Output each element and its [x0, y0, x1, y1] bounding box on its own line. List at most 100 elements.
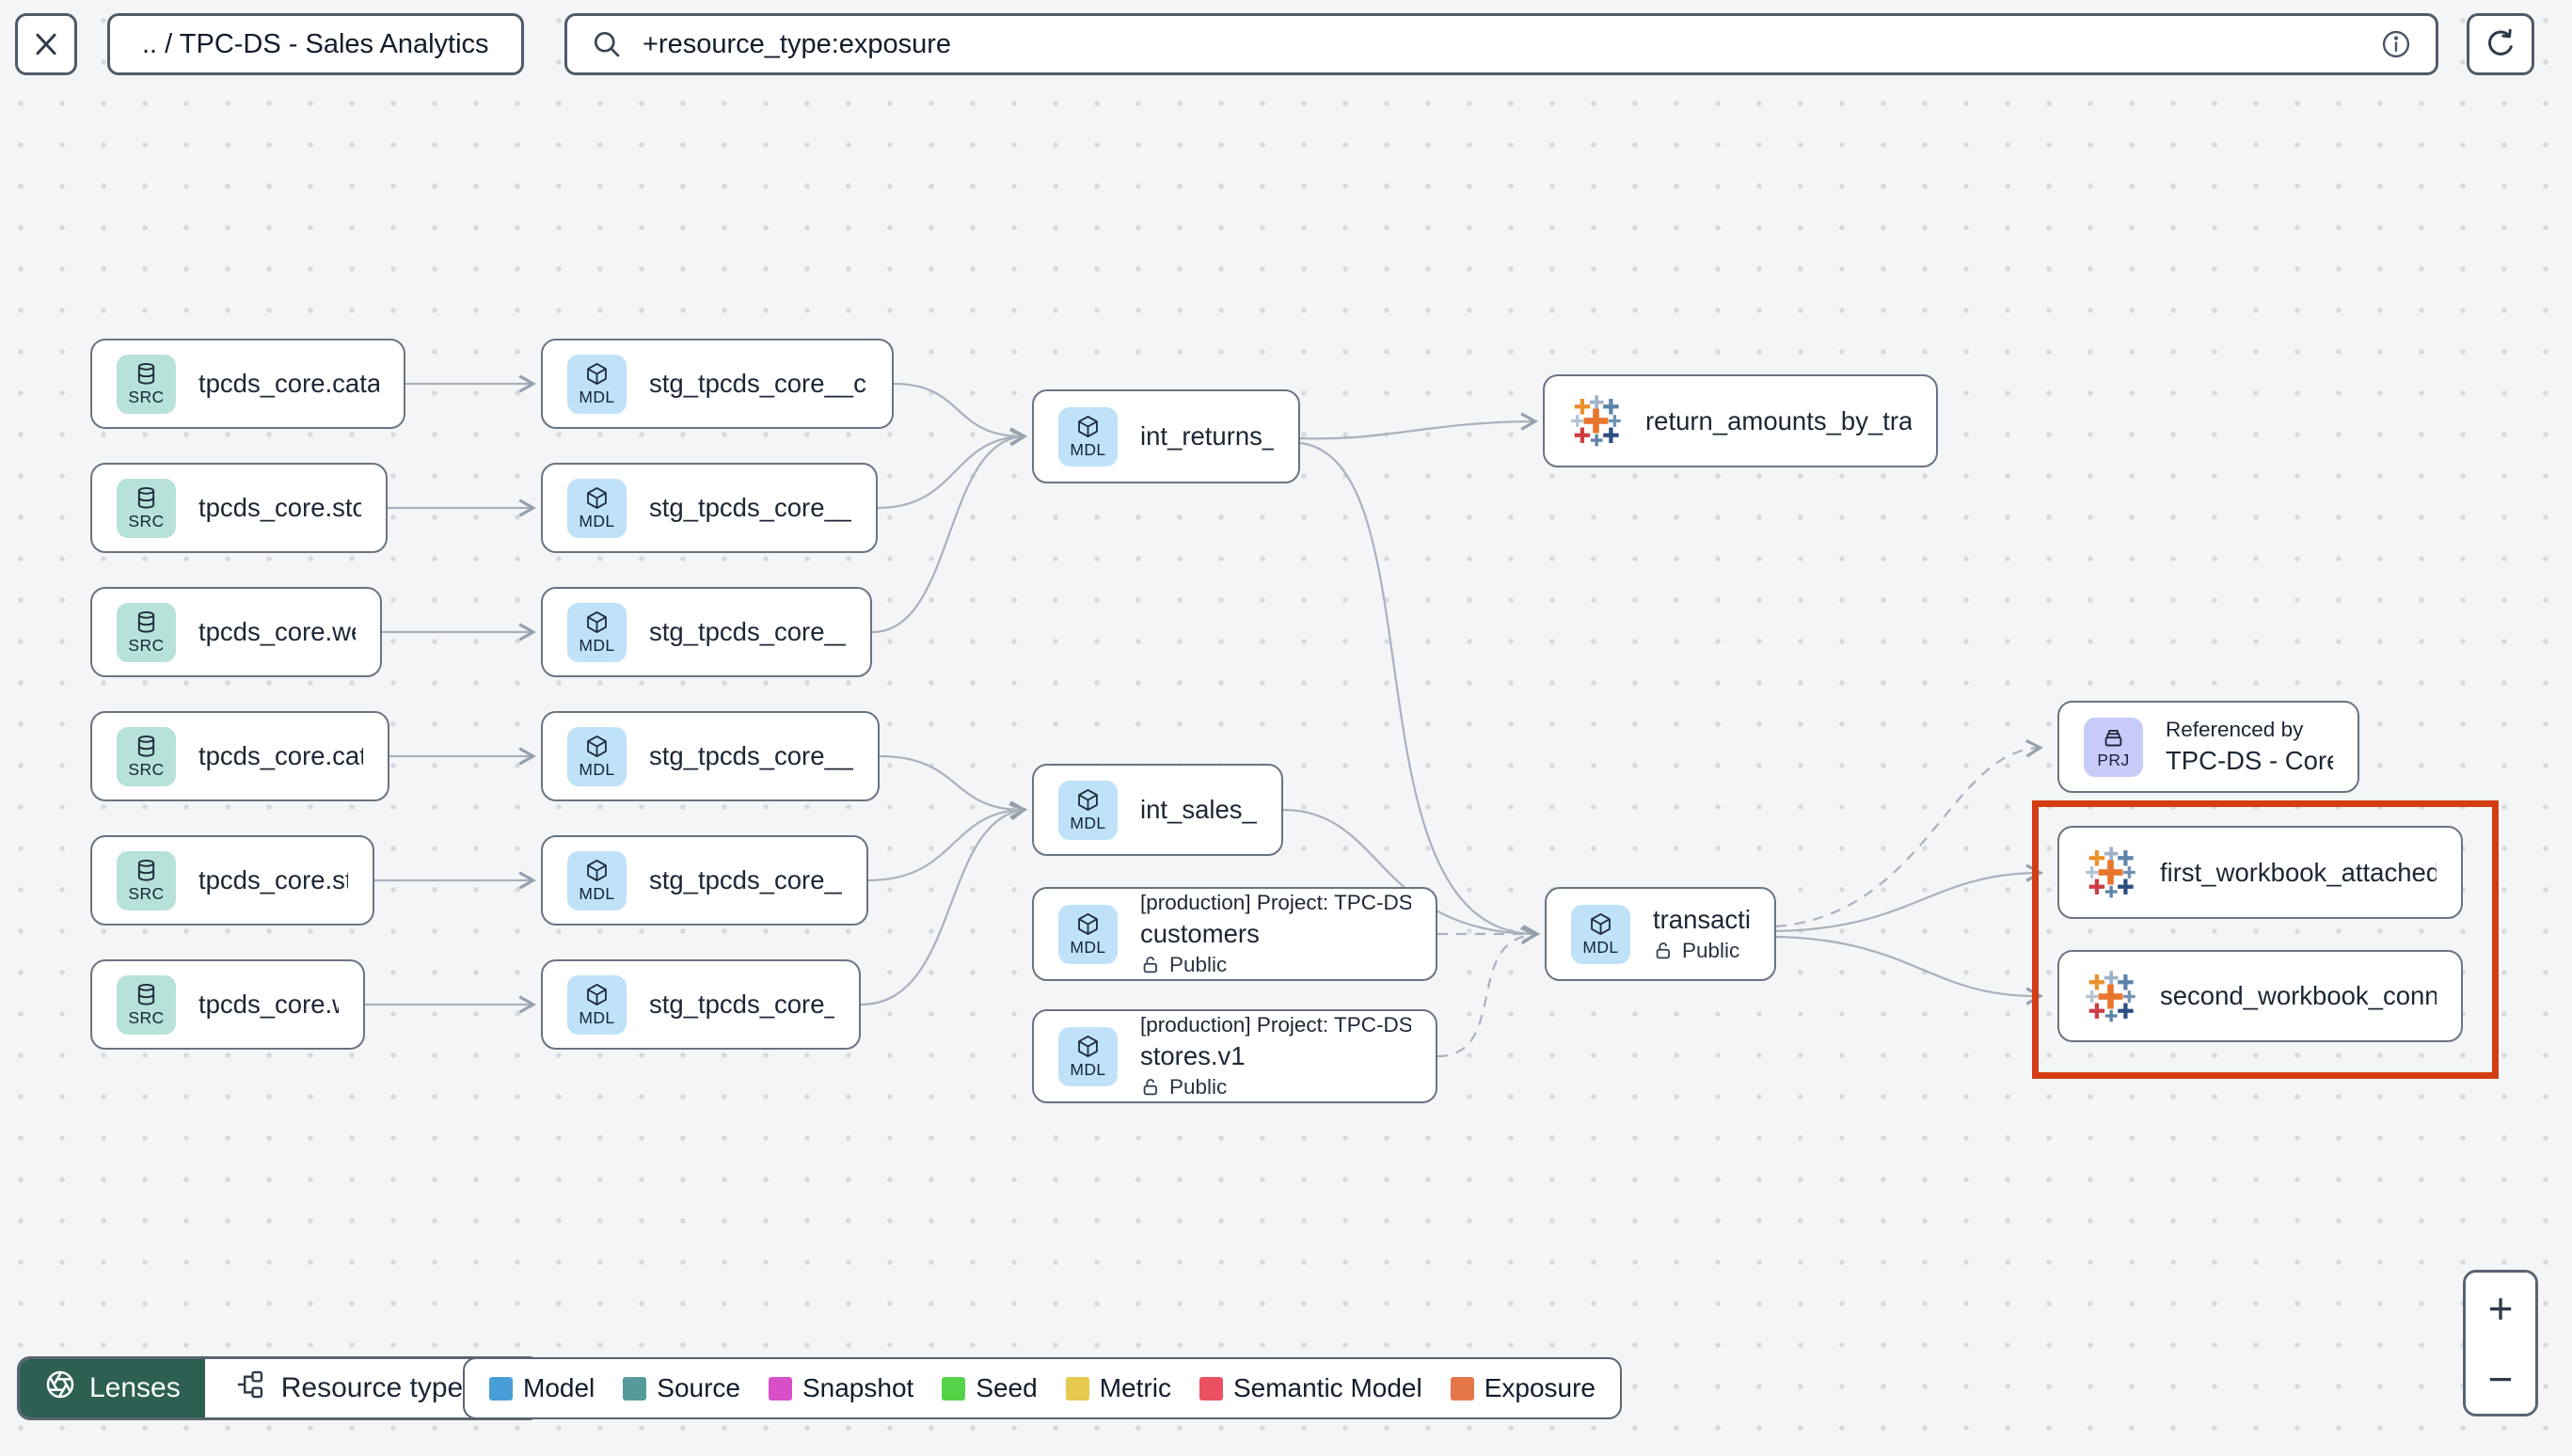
node-label: tpcds_core.web_returns [198, 617, 356, 646]
node-src-catalog-sales[interactable]: SRC tpcds_core.catalog_sales [90, 711, 389, 801]
edge-stores-to-transactions [1437, 926, 1538, 1058]
edge-transactions-to-prj [1775, 739, 2044, 928]
legend-swatch [623, 1376, 647, 1401]
legend-item-metric: Metric [1065, 1373, 1171, 1403]
legend-item-semantic-model: Semantic Model [1199, 1373, 1422, 1403]
node-transactions[interactable]: MDLtransactionsPublic [1545, 887, 1776, 981]
lenses-label: Lenses [89, 1372, 181, 1403]
close-icon [29, 27, 63, 61]
node-label: first_workbook_attached_to_tpc-ds_-_… [2160, 857, 2437, 887]
badge-label: MDL [1582, 937, 1619, 957]
model-badge: MDL [1058, 780, 1118, 840]
node-wb2[interactable]: second_workbook_connected_to_live… [2057, 950, 2463, 1042]
legend-label: Snapshot [802, 1373, 914, 1402]
node-src-store-sales[interactable]: SRC tpcds_core.store_sales [90, 835, 374, 926]
badge-label: SRC [128, 635, 165, 655]
edge-stg-catalog-returns-to-int-returns [893, 382, 1028, 446]
model-badge: MDL [567, 726, 627, 786]
node-stores[interactable]: MDL[production] Project: TPC-DS - Core D… [1032, 1009, 1437, 1103]
node-customers[interactable]: MDL[production] Project: TPC-DS - Core D… [1032, 887, 1437, 981]
legend-item-snapshot: Snapshot [768, 1373, 914, 1403]
edge-stg-web-sales-to-int-sales [860, 802, 1027, 1006]
edge-int-sales-to-transactions [1282, 808, 1541, 943]
source-badge: SRC [117, 726, 176, 786]
lenses-button[interactable]: Lenses [20, 1359, 205, 1417]
close-button[interactable] [15, 13, 77, 75]
breadcrumb-label: .. / TPC-DS - Sales Analytics [142, 28, 489, 59]
legend-item-exposure: Exposure [1450, 1373, 1596, 1403]
node-label: stg_tpcds_core__store_sales [649, 865, 842, 894]
zoom-out-button[interactable]: − [2466, 1343, 2535, 1414]
edge-transactions-to-wb2 [1775, 935, 2044, 1005]
refresh-button[interactable] [2467, 13, 2534, 75]
cube-icon [584, 734, 610, 759]
node-label: stg_tpcds_core__catalog_returns [649, 369, 867, 398]
node-label: tpcds_core.catalog_returns [198, 369, 379, 398]
breadcrumb[interactable]: .. / TPC-DS - Sales Analytics [107, 13, 524, 75]
node-stg-store-sales[interactable]: MDL stg_tpcds_core__store_sales [541, 835, 868, 926]
zoom-controls: + − [2463, 1270, 2538, 1416]
node-access-label: Public [1653, 939, 1750, 963]
edge-stg-catalog-sales-to-int-sales [879, 754, 1028, 819]
model-badge: MDL [567, 850, 627, 910]
legend-swatch [489, 1376, 513, 1401]
node-stg-catalog-returns[interactable]: MDL stg_tpcds_core__catalog_returns [541, 339, 894, 429]
cube-icon [584, 858, 610, 883]
info-icon[interactable] [2379, 27, 2413, 61]
legend-swatch [1199, 1376, 1223, 1401]
badge-label: SRC [128, 883, 165, 903]
node-exp-returns[interactable]: return_amounts_by_transaction_type [1543, 374, 1938, 467]
model-badge: MDL [1571, 904, 1630, 964]
badge-label: MDL [1070, 1059, 1106, 1079]
cube-icon [1075, 414, 1101, 439]
source-badge: SRC [117, 974, 176, 1035]
lock-open-icon [1140, 955, 1161, 975]
badge-label: MDL [579, 1007, 615, 1027]
legend-label: Metric [1099, 1373, 1171, 1402]
search-bar[interactable] [564, 13, 2438, 75]
badge-label: PRJ [2097, 750, 2130, 769]
node-label: stores.v1 [1140, 1041, 1246, 1070]
node-label: stg_tpcds_core__catalog_sales [649, 741, 853, 770]
zoom-in-button[interactable]: + [2466, 1273, 2535, 1343]
node-access-label: Public [1140, 953, 1411, 977]
lenses-icon [44, 1369, 76, 1408]
node-stg-catalog-sales[interactable]: MDL stg_tpcds_core__catalog_sales [541, 711, 880, 801]
node-label: return_amounts_by_transaction_type [1645, 405, 1912, 435]
source-badge: SRC [117, 602, 176, 662]
node-label: tpcds_core.web_sales [198, 989, 339, 1019]
source-badge: SRC [117, 354, 176, 414]
model-badge: MDL [1058, 406, 1118, 467]
node-label: tpcds_core.catalog_sales [198, 741, 363, 770]
source-badge: SRC [117, 850, 176, 910]
edge-stg-store-returns-to-int-returns [877, 427, 1028, 510]
tableau-icon [2084, 970, 2137, 1023]
node-label: tpcds_core.store_sales [198, 865, 348, 894]
node-label: int_sales__unioned [1140, 795, 1257, 824]
cube-icon [584, 609, 610, 635]
tableau-icon [1569, 394, 1623, 448]
legend-swatch [1065, 1376, 1089, 1401]
legend-label: Seed [976, 1373, 1038, 1402]
badge-label: MDL [1070, 937, 1106, 957]
legend-label: Semantic Model [1232, 1373, 1422, 1402]
legend-item-source: Source [623, 1373, 740, 1403]
model-badge: MDL [567, 354, 627, 414]
search-input[interactable] [641, 27, 2362, 61]
model-badge: MDL [567, 478, 627, 538]
node-src-catalog-returns[interactable]: SRC tpcds_core.catalog_returns [90, 339, 405, 429]
node-src-web-sales[interactable]: SRC tpcds_core.web_sales [90, 959, 365, 1050]
node-src-web-returns[interactable]: SRC tpcds_core.web_returns [90, 587, 382, 677]
node-wb1[interactable]: first_workbook_attached_to_tpc-ds_-_… [2057, 826, 2463, 919]
legend-swatch [1450, 1376, 1474, 1401]
cube-icon [1588, 911, 1613, 937]
node-int-sales[interactable]: MDL int_sales__unioned [1032, 764, 1283, 856]
